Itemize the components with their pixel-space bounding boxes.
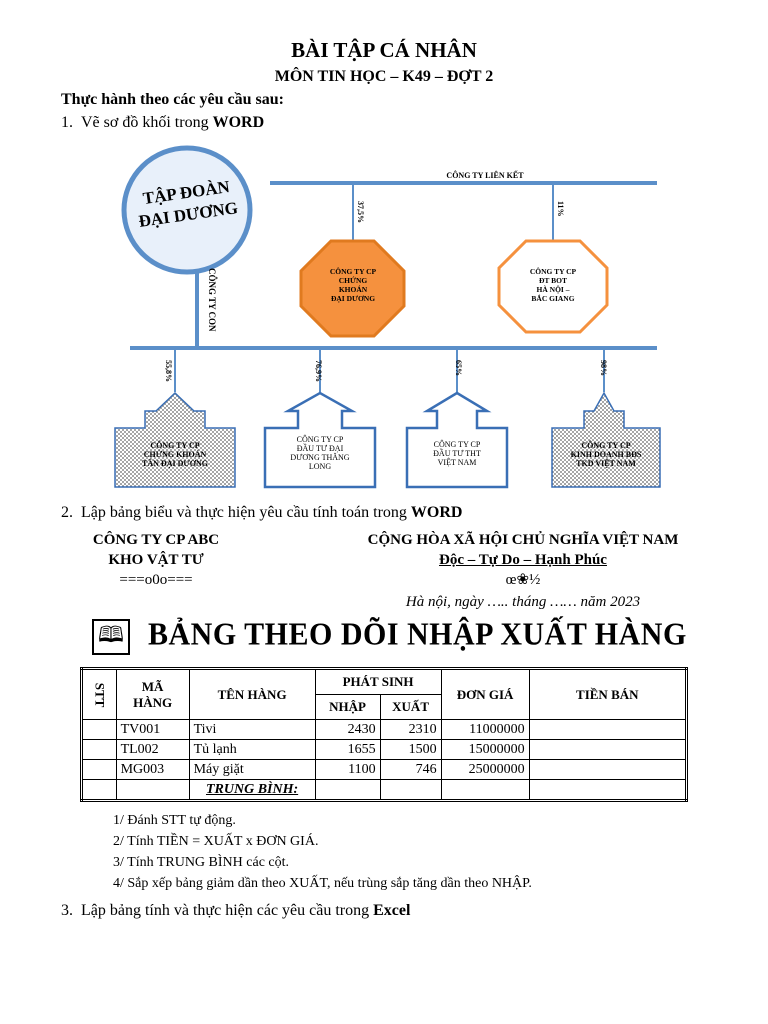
table-title: BẢNG THEO DÕI NHẬP XUẤT HÀNG	[148, 617, 687, 652]
cell-out: 746	[379, 759, 442, 780]
assoc-pct-2: 11%	[556, 201, 565, 217]
letterhead-left: CÔNG TY CP ABC KHO VẬT TƯ ===o0o===	[80, 530, 232, 590]
cell-in: 2430	[314, 719, 381, 740]
cell-out: 1500	[379, 739, 442, 760]
task-notes: 1/ Đánh STT tự động. 2/ Tính TIỀN = XUẤT…	[113, 810, 532, 894]
sub-2-line: DƯƠNG THĂNG	[290, 453, 349, 462]
department-name: KHO VẬT TƯ	[108, 552, 204, 568]
sub-company-2	[263, 391, 377, 489]
assoc-company-2	[497, 239, 609, 334]
item-bold-text: WORD	[212, 114, 265, 131]
average-row: TRUNG BÌNH:	[81, 779, 688, 801]
cell-price: 11000000	[440, 719, 530, 740]
assoc-2-line: CÔNG TY CP	[530, 266, 577, 276]
decor-line: ===o0o===	[119, 572, 193, 588]
col-header-amount: TIỀN BÁN	[528, 668, 688, 720]
assoc-pct-1: 37,5%	[356, 201, 365, 223]
assoc-1-line: CÔNG TY CP	[330, 266, 377, 276]
item-text: Lập bảng tính và thực hiện các yêu cầu t…	[81, 902, 374, 919]
col-header-name: TÊN HÀNG	[188, 668, 316, 720]
top-bar-label: CÔNG TY LIÊN KẾT	[446, 170, 524, 180]
sub-3-line: VIỆT NAM	[438, 457, 477, 467]
document-subtitle: MÔN TIN HỌC – K49 – ĐỢT 2	[274, 68, 494, 85]
group-circle	[121, 145, 253, 275]
assoc-1-line: KHOÁN	[339, 284, 368, 294]
col-header-stt: STT	[81, 668, 117, 720]
date-line: Hà nội, ngày ….. tháng …… năm 2023	[405, 594, 641, 610]
average-label: TRUNG BÌNH:	[188, 779, 316, 801]
assoc-2-line: HÀ NỘI –	[537, 284, 570, 294]
sub-2-line: ĐẦU TƯ ĐẠI	[297, 443, 344, 453]
task-note: 4/ Sắp xếp bảng giảm dần theo XUẤT, nếu …	[113, 876, 532, 891]
sub-3-line: CÔNG TY CP	[434, 439, 481, 449]
assoc-2-line: BẮC GIANG	[531, 293, 574, 303]
col-header-in: NHẬP	[314, 694, 381, 720]
sub-pct-1: 55,8%	[164, 360, 173, 382]
intro-text: Thực hành theo các yêu cầu sau:	[61, 91, 284, 108]
table-row: MG003 Máy giặt 1100 746 25000000	[81, 759, 688, 780]
sub-4-line: KINH DOANH BĐS	[571, 450, 642, 459]
document-title: BÀI TẬP CÁ NHÂN	[291, 38, 477, 62]
sub-pct-2: 76,9%	[314, 360, 323, 382]
sub-4-line: CÔNG TY CP	[581, 440, 630, 450]
sub-4-line: TKD VIỆT NAM	[576, 459, 636, 468]
task-note: 2/ Tính TIỀN = XUẤT x ĐƠN GIÁ.	[113, 834, 319, 849]
table-row: TL002 Tủ lạnh 1655 1500 15000000	[81, 739, 688, 760]
task-note: 3/ Tính TRUNG BÌNH các cột.	[113, 855, 290, 870]
table-row: TV001 Tivi 2430 2310 11000000	[81, 719, 688, 740]
item-text: Lập bảng biểu và thực hiện yêu cầu tính …	[81, 504, 411, 521]
col-header-out: XUẤT	[379, 694, 442, 720]
item-number: 2.	[61, 504, 73, 521]
cell-in: 1100	[314, 759, 381, 780]
sub-1-line: TÂN ĐẠI DƯƠNG	[142, 458, 208, 468]
assoc-1-line: CHỨNG	[339, 275, 368, 285]
sub-company-4	[551, 391, 661, 488]
assoc-1-line: ĐẠI DƯƠNG	[331, 294, 375, 303]
cell-price: 15000000	[440, 739, 530, 760]
assoc-company-1	[299, 239, 406, 338]
sub-1-line: CÔNG TY CP	[150, 440, 199, 450]
col-header-price: ĐƠN GIÁ	[440, 668, 530, 720]
cell-code: MG003	[115, 759, 190, 780]
letterhead-right: CỘNG HÒA XÃ HỘI CHỦ NGHĨA VIỆT NAM Độc –…	[350, 530, 696, 590]
book-icon: 🕮	[92, 619, 130, 655]
sub-3-line: ĐẦU TƯ THT	[433, 448, 481, 458]
cell-code: TV001	[115, 719, 190, 740]
sub-2-line: CÔNG TY CP	[297, 434, 344, 444]
task-item-3: 3. Lập bảng tính và thực hiện các yêu cầ…	[61, 902, 410, 920]
task-item-2: 2. Lập bảng biểu và thực hiện yêu cầu tí…	[61, 504, 462, 522]
cell-name: Tủ lạnh	[188, 739, 316, 760]
sub-company-3	[405, 391, 509, 489]
assoc-2-line: ĐT BOT	[539, 276, 567, 285]
nation-name: CỘNG HÒA XÃ HỘI CHỦ NGHĨA VIỆT NAM	[367, 532, 679, 548]
cell-name: Máy giặt	[188, 759, 316, 780]
col-header-code: MÃ HÀNG	[115, 668, 190, 720]
col-header-group: PHÁT SINH	[314, 668, 442, 695]
sub-2-line: LONG	[309, 462, 331, 471]
cell-out: 2310	[379, 719, 442, 740]
decor-symbol: œ❀½	[505, 572, 541, 588]
item-number: 3.	[61, 902, 73, 919]
subsidiary-label: CÔNG TY CON	[207, 268, 217, 332]
national-motto: Độc – Tự Do – Hạnh Phúc	[439, 552, 607, 568]
org-diagram: CÔNG TY LIÊN KẾT 37,5% 11% TẬP ĐOÀN ĐẠI …	[114, 145, 661, 489]
task-item-1: 1. Vẽ sơ đồ khối trong WORD	[61, 114, 264, 132]
item-number: 1.	[61, 114, 73, 131]
cell-price: 25000000	[440, 759, 530, 780]
company-name: CÔNG TY CP ABC	[92, 532, 220, 548]
sub-company-1	[114, 391, 236, 488]
sub-1-line: CHỨNG KHOÁN	[144, 449, 207, 459]
cell-in: 1655	[314, 739, 381, 760]
cell-code: TL002	[115, 739, 190, 760]
item-text: Vẽ sơ đồ khối trong	[81, 114, 213, 131]
cell-name: Tivi	[188, 719, 316, 740]
sub-pct-4: 98%	[599, 360, 608, 376]
item-bold-text: WORD	[410, 504, 463, 521]
task-note: 1/ Đánh STT tự động.	[113, 813, 236, 828]
sub-pct-3: 65%	[454, 360, 463, 376]
inventory-table: STT MÃ HÀNG TÊN HÀNG PHÁT SINH ĐƠN GIÁ T…	[80, 667, 688, 802]
item-bold-text: Excel	[373, 902, 411, 919]
